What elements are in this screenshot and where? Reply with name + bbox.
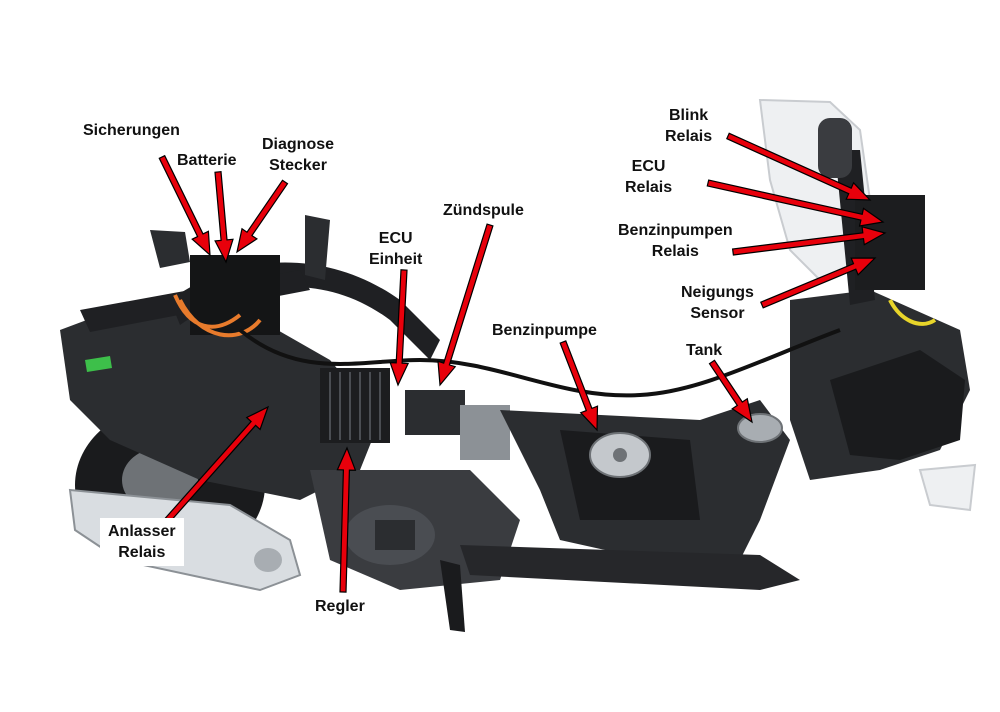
- label-tank: Tank: [686, 342, 723, 359]
- label-neigungs-sensor: Neigungs Sensor: [681, 284, 754, 322]
- exhaust-tip: [254, 548, 282, 572]
- label-benzinpumpe: Benzinpumpe: [492, 322, 597, 339]
- label-regler: Regler: [315, 598, 365, 615]
- arrow-anlasser-relais: [161, 405, 270, 526]
- floor-rail: [460, 545, 800, 590]
- rear-bracket: [150, 230, 190, 268]
- orange-wires: [173, 294, 262, 338]
- label-ecu-einheit: ECU Einheit: [369, 230, 423, 268]
- wire-harness: [238, 328, 841, 398]
- main-stand: [440, 560, 465, 632]
- arrow-benzinpumpe: [559, 340, 599, 432]
- handlebar-grip: [818, 118, 852, 178]
- arrow-sicherungen: [158, 154, 211, 257]
- ecu-fins: [329, 372, 381, 440]
- arrow-tank: [708, 359, 753, 424]
- label-sicherungen: Sicherungen: [83, 122, 180, 139]
- tank-cap: [737, 413, 783, 443]
- arrow-ecu-einheit: [389, 269, 410, 387]
- arrow-zuendspule: [437, 223, 494, 387]
- arrow-ecu-relais: [706, 179, 885, 227]
- arrow-batterie: [214, 171, 234, 264]
- label-diagnose-stecker: Diagnose Stecker: [262, 136, 335, 174]
- cylinder-head: [460, 405, 510, 460]
- arrow-benzinpumpen-relais: [731, 225, 887, 256]
- label-batterie: Batterie: [177, 152, 237, 169]
- rear-body: [60, 300, 380, 500]
- arrow-regler: [336, 446, 357, 593]
- engine-fins: [375, 520, 415, 550]
- callout-arrows: [158, 132, 887, 593]
- ecu-block: [320, 368, 390, 443]
- top-bracket: [305, 215, 330, 280]
- fuel-pump-center: [613, 448, 627, 462]
- exhaust-shield: [68, 488, 302, 592]
- yellow-wires: [888, 299, 937, 326]
- arrow-neigungs-sensor: [760, 257, 877, 309]
- label-blink-relais: Blink Relais: [665, 107, 713, 145]
- scooter-frame: [60, 98, 977, 632]
- arrow-diagnose-stecker: [236, 179, 289, 254]
- battery-box: [190, 255, 280, 335]
- front-lower-panel: [918, 463, 977, 512]
- label-ecu-relais: ECU Relais: [625, 158, 673, 196]
- label-anlasser-relais: Anlasser Relais: [100, 518, 184, 566]
- green-connector: [85, 356, 112, 372]
- arrow-blink-relais: [726, 132, 872, 201]
- label-zuendspule: Zündspule: [443, 202, 524, 219]
- ignition-coil: [405, 390, 465, 435]
- front-fender: [830, 350, 965, 460]
- label-benzinpumpen-relais: Benzinpumpen Relais: [618, 222, 733, 260]
